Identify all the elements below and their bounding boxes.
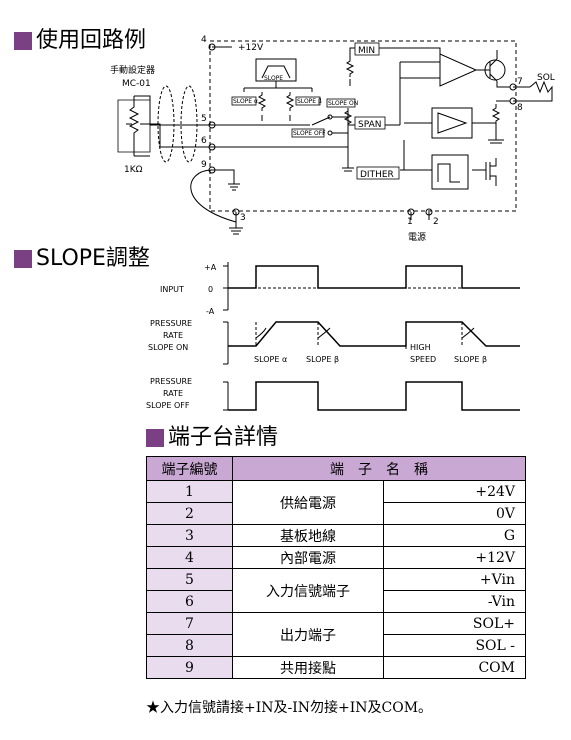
section-title-text: 使用回路例 xyxy=(36,28,147,53)
terminal-number-cell: 1 xyxy=(146,480,233,503)
slope-beta-pot xyxy=(285,92,295,121)
terminal-number-cell: 2 xyxy=(146,502,233,525)
terminal-value-cell: +12V xyxy=(383,546,526,569)
minus-a-label: -A xyxy=(206,307,215,316)
terminal-value-cell: 0V xyxy=(383,502,526,525)
input-signal xyxy=(228,265,520,289)
slope-alpha-mark: SLOPE α xyxy=(254,355,287,364)
terminal-value-cell: G xyxy=(383,524,526,547)
table-row: 6 -Vin xyxy=(146,590,526,613)
header-terminal-no: 端子編號 xyxy=(146,456,233,481)
section-title-circuit: 使用回路例 xyxy=(14,28,146,54)
section-title-text: 端子台詳情 xyxy=(168,425,279,450)
title-square-icon xyxy=(146,429,164,447)
input-label: INPUT xyxy=(160,285,184,294)
footnote: ★入力信號請接+IN及-IN勿接+IN及COM。 xyxy=(146,700,433,716)
terminal-label-7: 7 xyxy=(517,77,523,87)
terminal-name-cell: 基板地線 xyxy=(232,524,384,547)
pressure-off-label-1: PRESSURE xyxy=(150,377,192,386)
span-label: SPAN xyxy=(358,120,381,130)
slope-off-label: SLOPE OFF xyxy=(293,130,326,137)
terminal-label-5: 5 xyxy=(201,114,207,124)
table-row: 2 0V xyxy=(146,502,526,525)
manual-setter-label: 手動設定器 xyxy=(110,64,155,76)
table-header-row: 端子編號 端 子 名 稱 xyxy=(146,456,526,481)
pressure-off-label-2: RATE xyxy=(163,389,183,398)
pressure-slope-on-signal xyxy=(228,321,520,347)
resistor-label: 1KΩ xyxy=(124,165,143,175)
wire-terminal-5 xyxy=(134,95,212,126)
terminal-name-cell: 入力信號端子 xyxy=(232,568,384,613)
section-title-slope: SLOPE調整 xyxy=(14,246,150,272)
terminal-label-2: 2 xyxy=(433,217,439,227)
terminal-number-cell: 6 xyxy=(146,590,233,613)
table-row: 8 SOL - xyxy=(146,634,526,657)
pressure-on-label-2: RATE xyxy=(163,331,183,340)
terminal-number-cell: 8 xyxy=(146,634,233,657)
section-title-terminal: 端子台詳情 xyxy=(146,425,278,451)
title-square-icon xyxy=(14,32,32,50)
terminal-name-cell: 供給電源 xyxy=(232,480,384,525)
terminal-number-cell: 4 xyxy=(146,546,233,569)
plus12v-label: +12V xyxy=(238,43,264,53)
slope-timing-chart: +A 0 -A INPUT PRESSURE RATE SLOPE ON PRE… xyxy=(146,262,520,411)
slope-box-label: SLOPE xyxy=(264,75,283,82)
terminal-value-cell: COM xyxy=(383,656,526,679)
current-sense-resistor xyxy=(491,104,501,125)
terminal-label-8: 8 xyxy=(517,103,523,113)
pressure-slope-off-signal xyxy=(228,381,520,411)
slope-beta-label: SLOPE β xyxy=(297,98,322,105)
slope-alpha-pot xyxy=(257,92,267,121)
terminal-value-cell: +Vin xyxy=(383,568,526,591)
terminal-value-cell: +24V xyxy=(383,480,526,503)
sol-label: SOL xyxy=(537,73,555,83)
terminal-label-4: 4 xyxy=(201,35,207,45)
terminal-number-cell: 7 xyxy=(146,612,233,635)
terminal-label-3: 3 xyxy=(240,213,246,223)
high-mark: HIGH xyxy=(410,343,431,352)
terminal-number-cell: 3 xyxy=(146,524,233,547)
terminal-value-cell: -Vin xyxy=(383,590,526,613)
terminal-name-cell: 出力端子 xyxy=(232,612,384,657)
circuit-diagram: 手動設定器 MC-01 1KΩ +12V SLOPE 4 5 6 9 3 1 2… xyxy=(110,35,555,243)
pressure-on-label-3: SLOPE ON xyxy=(148,343,188,352)
amplifier-icon xyxy=(439,53,478,87)
pressure-on-label-1: PRESSURE xyxy=(150,319,192,328)
plus-a-label: +A xyxy=(204,263,217,272)
terminal-label-1: 1 xyxy=(407,217,413,227)
wire-terminal-6 xyxy=(140,123,212,148)
terminal-number-cell: 9 xyxy=(146,656,233,679)
terminal-value-cell: SOL+ xyxy=(383,612,526,635)
slope-alpha-label: SLOPE α xyxy=(233,98,258,105)
terminal-label-9: 9 xyxy=(201,160,207,170)
terminal-label-6: 6 xyxy=(201,136,207,146)
section-title-text: SLOPE調整 xyxy=(36,246,150,271)
slope-on-label: SLOPE ON xyxy=(328,100,358,107)
zero-label: 0 xyxy=(208,285,213,294)
wire-shield xyxy=(190,169,237,223)
terminal-name-cell: 共用接點 xyxy=(232,656,384,679)
power-label: 電源 xyxy=(408,232,426,243)
terminal-number-cell: 5 xyxy=(146,568,233,591)
terminal-value-cell: SOL - xyxy=(383,634,526,657)
speed-mark: SPEED xyxy=(410,355,436,364)
slope-beta-mark: SLOPE β xyxy=(306,355,339,364)
setter-box xyxy=(117,99,151,153)
terminal-name-cell: 內部電源 xyxy=(232,546,384,569)
pressure-off-label-3: SLOPE OFF xyxy=(146,401,190,410)
setter-model-label: MC-01 xyxy=(122,79,151,89)
dither-label: DITHER xyxy=(360,170,394,180)
title-square-icon xyxy=(14,250,32,268)
setter-resistor xyxy=(128,103,140,137)
min-label: MIN xyxy=(358,46,375,56)
header-terminal-name: 端 子 名 稱 xyxy=(232,456,526,481)
slope-beta-mark-2: SLOPE β xyxy=(454,355,487,364)
